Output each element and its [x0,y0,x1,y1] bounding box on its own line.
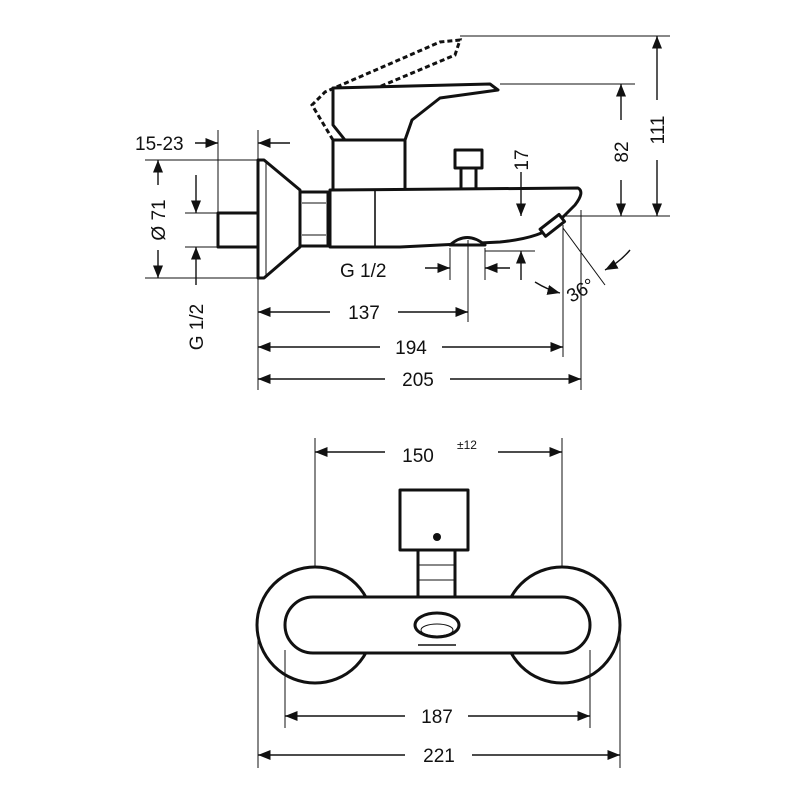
front-view: 150 ±12 187 221 [255,438,622,768]
connection-nut [298,190,330,248]
lever-handle [331,82,500,142]
dim-centers: 150 [402,446,434,467]
dim-total-width: 221 [423,746,455,767]
spout [328,186,583,249]
dim-spray-angle: 36° [563,275,598,308]
diverter-stem [416,548,457,599]
aerator [538,212,567,238]
dim-outlet-distance: 137 [348,303,380,324]
dim-total-length: 205 [402,370,434,391]
diverter-dot [433,533,441,541]
mixer-body [331,138,407,192]
dim-body-width: 187 [421,707,453,728]
inlet-pipe [216,211,260,249]
dim-outlet-thread: G 1/2 [340,261,386,282]
side-view: 15-23 Ø 71 G 1/2 G 1/2 17 82 111 36° 137… [135,35,670,391]
dim-flange-diameter: Ø 71 [149,199,170,240]
dim-centers-tolerance: ±12 [457,438,477,452]
wall-flange [256,158,302,280]
dim-spout-length: 194 [395,338,427,359]
dim-inlet-thread: G 1/2 [187,304,208,350]
bath-outlet-front [413,611,461,639]
lever-front [398,488,470,552]
dim-spout-height: 82 [612,141,633,162]
diverter-knob [453,148,484,170]
dim-flange-depth: 15-23 [135,134,184,155]
dim-spout-offset: 17 [512,149,533,170]
dim-lever-height: 111 [648,116,669,145]
